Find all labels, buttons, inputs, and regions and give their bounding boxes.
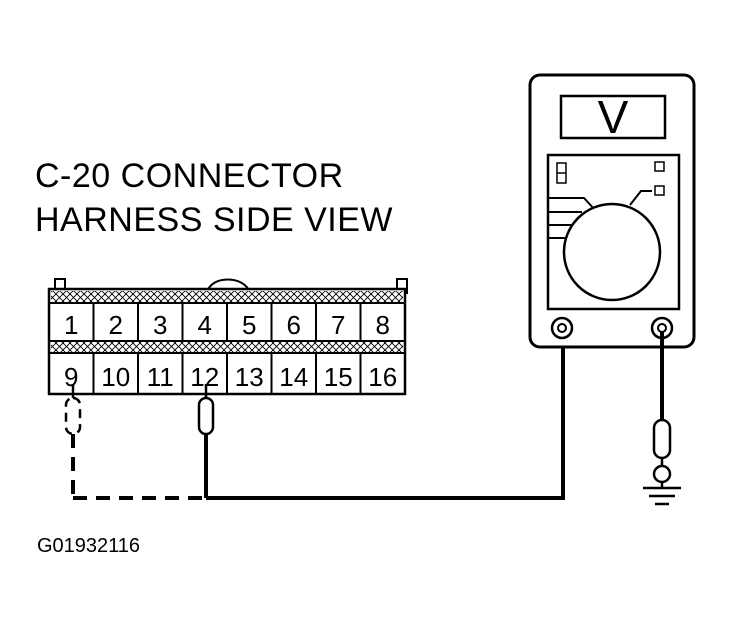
ground-lead <box>652 331 672 488</box>
ground-clip <box>652 464 672 484</box>
pin-number-14: 14 <box>279 362 308 392</box>
pin-number-1: 1 <box>64 310 78 340</box>
indicator-box-right-top <box>654 161 665 172</box>
pin-number-5: 5 <box>242 310 256 340</box>
selector-dial[interactable] <box>562 202 662 302</box>
multimeter-display <box>559 94 667 140</box>
pin-number-11: 11 <box>147 362 174 392</box>
pin-number-6: 6 <box>287 310 301 340</box>
pin-number-13: 13 <box>235 362 264 392</box>
pin-number-8: 8 <box>376 310 390 340</box>
indicator-box-right-mid <box>654 185 665 196</box>
cavity-dividers <box>92 303 362 394</box>
probe-pin-9-alternate <box>64 384 206 500</box>
pin-number-15: 15 <box>324 362 353 392</box>
pin-number-9: 9 <box>64 362 78 392</box>
probe-pin-12 <box>197 384 215 498</box>
pin-number-2: 2 <box>109 310 123 340</box>
pin-number-3: 3 <box>153 310 167 340</box>
ground-symbol <box>643 486 681 506</box>
connector-seal-band-top <box>51 291 403 303</box>
diagram-title-line-2: HARNESS SIDE VIEW <box>35 201 394 239</box>
lead-to-meter <box>206 331 565 500</box>
connector-seal-band-mid <box>51 341 403 353</box>
pin-number-10: 10 <box>101 362 130 392</box>
multimeter: V <box>528 73 696 349</box>
multimeter-mode-symbol: V <box>598 91 629 143</box>
pin-number-16: 16 <box>368 362 397 392</box>
pin-number-7: 7 <box>331 310 345 340</box>
jack-common <box>650 316 674 340</box>
pin-number-4: 4 <box>198 310 212 340</box>
jack-positive <box>550 316 574 340</box>
diagram-title-line-1: C-20 CONNECTOR <box>35 157 344 195</box>
figure-id: G01932116 <box>37 535 141 557</box>
